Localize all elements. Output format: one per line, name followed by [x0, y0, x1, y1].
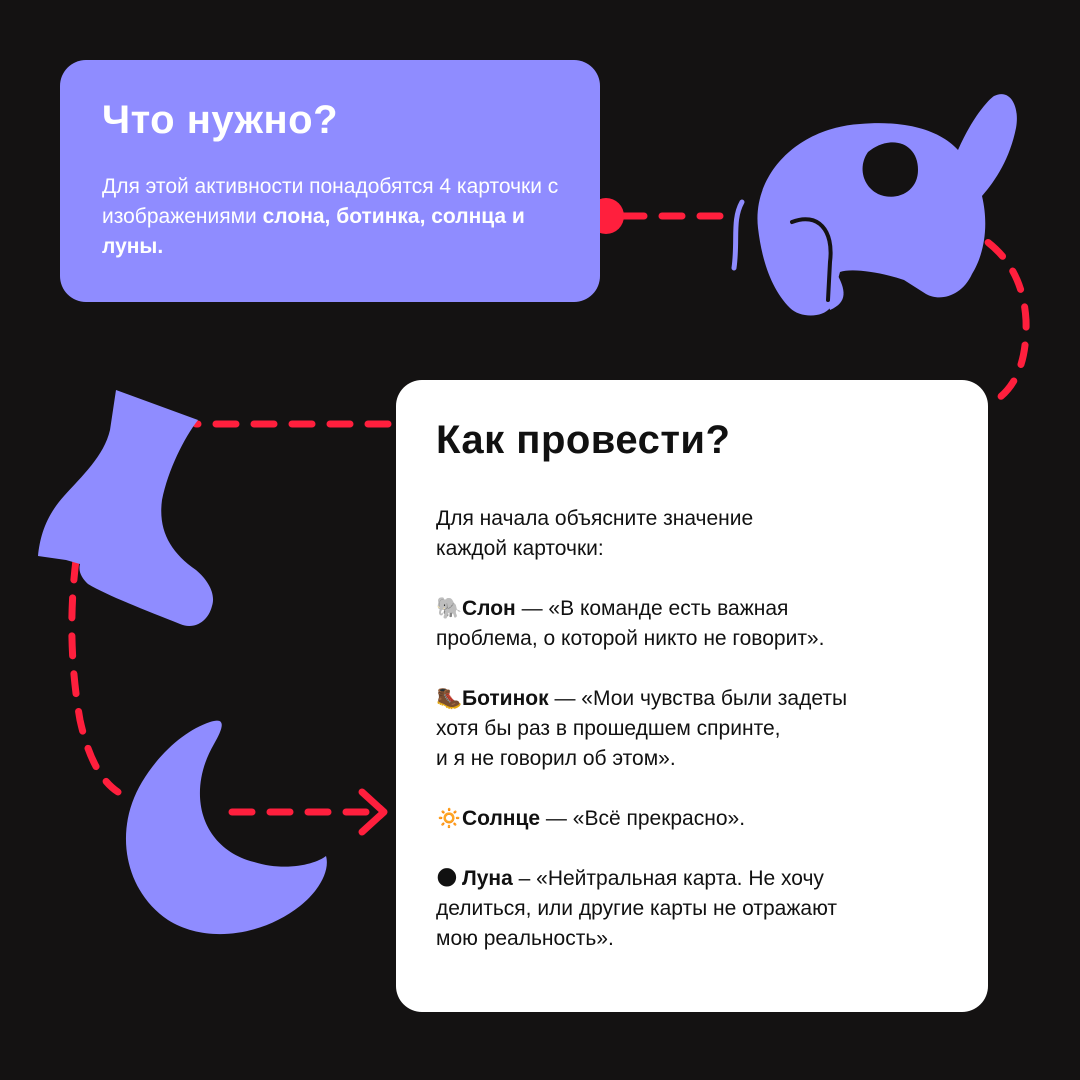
item-line: «Мои чувства были задеты	[581, 687, 848, 710]
intro-line: каждой карточки:	[436, 537, 604, 560]
how-to-run-intro: Для начала объясните значение каждой кар…	[436, 504, 856, 564]
elephant-tail-icon	[731, 199, 745, 271]
moon-emoji-icon: 🌑	[436, 867, 458, 890]
moon-icon	[125, 720, 327, 935]
arrow-head-icon	[358, 788, 388, 836]
item-dash: —	[548, 687, 582, 710]
elephant-ear-icon	[862, 142, 918, 197]
dashed-path	[68, 212, 1030, 816]
elephant-leg-line-icon	[790, 217, 833, 302]
card-meaning-sun: 🔅Солнце — «Всё прекрасно».	[436, 804, 948, 834]
path-boot-to-moon	[68, 556, 122, 796]
card-meaning-moon: 🌑Луна – «Нейтральная карта. Не хочу дели…	[436, 864, 948, 954]
item-line: «Нейтральная карта. Не хочу	[536, 867, 824, 890]
what-is-needed-title: Что нужно?	[102, 98, 338, 142]
sun-emoji-icon: 🔅	[436, 807, 463, 830]
what-is-needed-text: Для этой активности понадобятся 4 карточ…	[102, 172, 562, 262]
how-to-run-card: Как провести? Для начала объясните значе…	[396, 380, 988, 1012]
item-name: Луна	[462, 867, 513, 890]
how-to-run-title: Как провести?	[436, 418, 731, 462]
needed-text-bold: слона, ботинка, солнца и луны.	[102, 205, 525, 258]
elephant-emoji-icon: 🐘	[436, 597, 463, 620]
item-line: делиться, или другие карты не отражают	[436, 897, 837, 920]
item-line: «Всё прекрасно».	[572, 807, 746, 830]
needed-text-plain: Для этой активности понадобятся 4 карточ…	[102, 175, 559, 228]
elephant-icon	[757, 94, 1017, 316]
item-line: «В команде есть важная	[548, 597, 789, 620]
item-name: Слон	[462, 597, 516, 620]
path-elephant-to-how	[951, 220, 1030, 409]
item-line: и я не говорил об этом».	[436, 747, 676, 770]
boot-icon	[38, 390, 214, 626]
item-dash: –	[512, 867, 537, 890]
item-dash: —	[515, 597, 549, 620]
item-line: хотя бы раз в прошедшем спринте,	[436, 717, 781, 740]
item-name: Ботинок	[462, 687, 549, 710]
item-line: проблема, о которой никто не говорит».	[436, 627, 825, 650]
boot-emoji-icon: 🥾	[436, 687, 463, 710]
what-is-needed-card: Что нужно? Для этой активности понадобят…	[60, 60, 600, 302]
item-dash: —	[540, 807, 573, 830]
card-meaning-elephant: 🐘Слон — «В команде есть важная проблема,…	[436, 594, 948, 654]
item-name: Солнце	[462, 807, 541, 830]
intro-line: Для начала объясните значение	[436, 507, 754, 530]
item-line: мою реальность».	[436, 927, 614, 950]
card-meaning-boot: 🥾Ботинок — «Мои чувства были задеты хотя…	[436, 684, 948, 774]
